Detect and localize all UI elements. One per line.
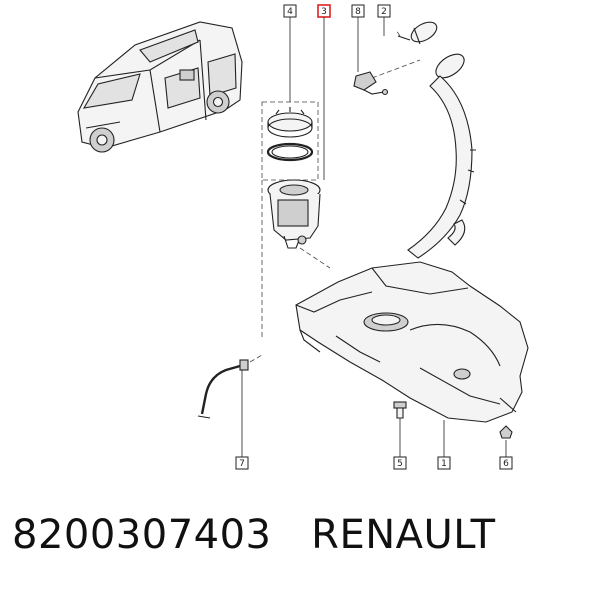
svg-text:7: 7 (239, 459, 245, 469)
filler-cap (397, 21, 438, 45)
fuel-pump-module (267, 179, 321, 249)
fuel-line (197, 359, 249, 419)
mounting-bolt (393, 401, 407, 419)
svg-text:3: 3 (321, 7, 327, 17)
brand-name: RENAULT (311, 512, 496, 558)
callout-5: 5 (393, 456, 407, 470)
callout-4: 4 (283, 4, 297, 18)
callout-6: 6 (499, 456, 513, 470)
callout-8: 8 (351, 4, 365, 18)
callout-1: 1 (437, 456, 451, 470)
svg-text:2: 2 (381, 7, 387, 17)
svg-text:8: 8 (355, 7, 361, 17)
parts-diagram: 4 3 8 2 7 5 1 6 (77, 4, 529, 470)
svg-text:5: 5 (397, 459, 403, 469)
filler-neck (407, 53, 476, 259)
vehicle-illustration (77, 21, 243, 153)
fixing-clip (499, 425, 513, 439)
svg-text:4: 4 (287, 7, 293, 17)
callout-2: 2 (377, 4, 391, 18)
callout-3: 3 (317, 4, 331, 18)
seal-ring (266, 142, 314, 162)
fuel-tank (295, 261, 529, 423)
leader-lines (241, 17, 507, 457)
sensor-connector (353, 71, 389, 96)
svg-text:6: 6 (503, 459, 509, 469)
locking-ring (267, 107, 313, 138)
callout-7: 7 (235, 456, 249, 470)
part-number: 8200307403 (12, 512, 272, 558)
caption: 8200307403 RENAULT (12, 512, 496, 558)
svg-text:1: 1 (441, 459, 447, 469)
